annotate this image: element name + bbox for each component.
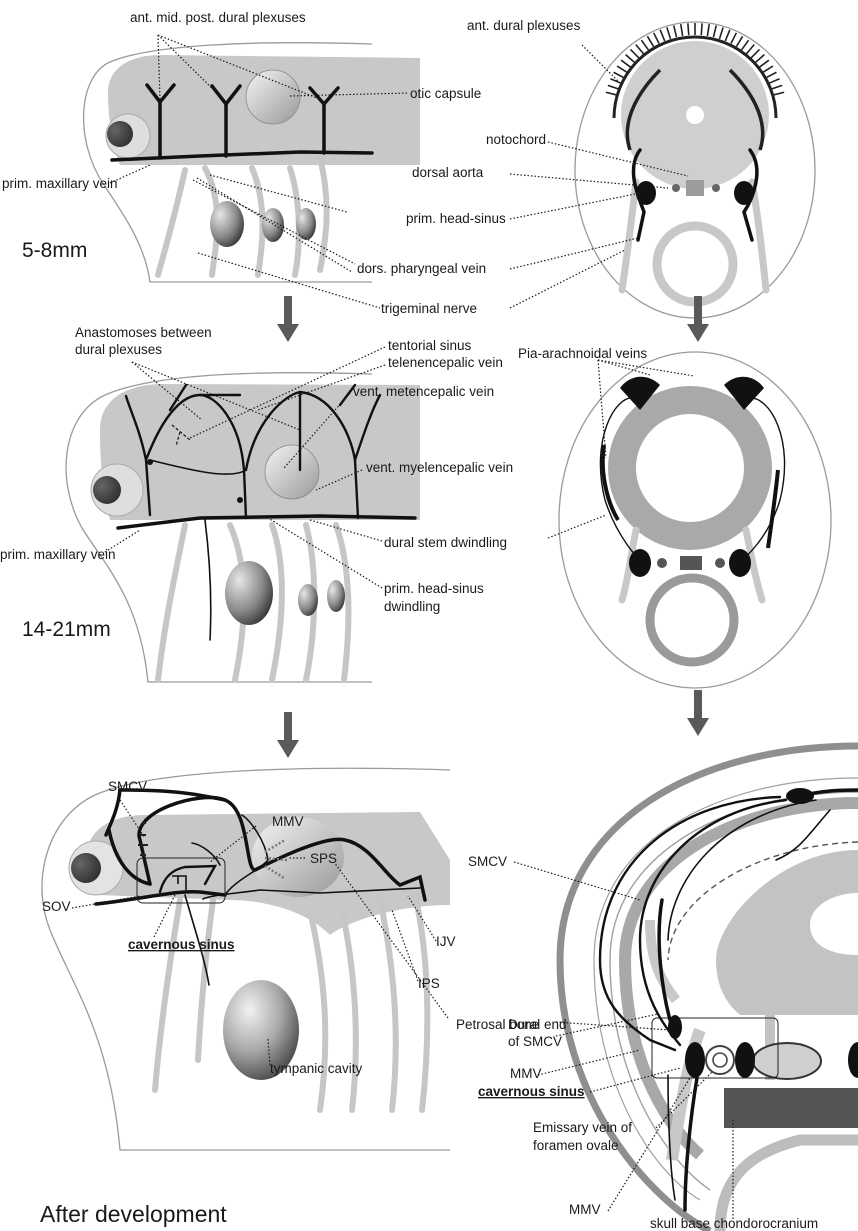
label-pia-arachnoidal: Pia-arachnoidal veins (518, 346, 647, 361)
label-ant-mid-post: ant. mid. post. dural plexuses (130, 10, 306, 25)
label-dural-end-1: Dural end (508, 1017, 567, 1032)
label-prim-maxillary-1: prim. maxillary vein (2, 176, 118, 191)
panel-section-14-21mm (548, 352, 831, 688)
label-dors-pharyngeal: dors. pharyngeal vein (357, 261, 486, 276)
label-tympanic: tympanic cavity (270, 1061, 363, 1076)
label-ijv: IJV (436, 934, 456, 949)
label-head-sinus-dwindling-2: dwindling (384, 599, 440, 614)
label-skull-base: skull base chondorocranium (650, 1216, 818, 1231)
label-notochord: notochord (486, 132, 546, 147)
label-telencepalic: telenencepalic vein (388, 355, 503, 370)
label-sov: SOV (42, 899, 71, 914)
label-head-sinus-dwindling-1: prim. head-sinus (384, 581, 484, 596)
label-anastomoses-2: dural plexuses (75, 342, 162, 357)
label-cavernous-right: cavernous sinus (478, 1084, 585, 1099)
label-trigeminal: trigeminal nerve (381, 301, 477, 316)
label-sps: SPS (310, 851, 337, 866)
label-mmv-top: MMV (272, 814, 304, 829)
arrow-right-2 (687, 690, 709, 736)
label-emissary-2: foramen ovale (533, 1138, 619, 1153)
label-vent-myelencepalic: vent. myelencepalic vein (366, 460, 513, 475)
label-ips: IPS (418, 976, 440, 991)
plexus-ray (688, 23, 689, 35)
plexus-ray (701, 23, 702, 35)
label-mmv-bottom: MMV (569, 1202, 601, 1217)
label-prim-head-sinus: prim. head-sinus (406, 211, 506, 226)
label-stage-after: After development (40, 1201, 227, 1227)
label-cavernous-left: cavernous sinus (128, 937, 235, 952)
label-smcv-right: SMCV (468, 854, 507, 869)
label-emissary-1: Emissary vein of (533, 1120, 632, 1135)
panel-section-adult (514, 746, 858, 1231)
label-stage-14-21mm: 14-21mm (22, 618, 111, 641)
label-mmv-right: MMV (510, 1066, 542, 1081)
label-dorsal-aorta: dorsal aorta (412, 165, 484, 180)
label-prim-maxillary-2: prim. maxillary vein (0, 547, 116, 562)
label-stage-5-8mm: 5-8mm (22, 239, 87, 262)
label-vent-metencepalic: vent. metencepalic vein (353, 384, 494, 399)
label-anastomoses-1: Anastomoses between (75, 325, 212, 340)
panel-section-5-8mm (510, 22, 815, 318)
arrow-left-2 (277, 712, 299, 758)
label-ant-dural: ant. dural plexuses (467, 18, 581, 33)
panel-lateral-adult (42, 768, 450, 1150)
label-otic-capsule: otic capsule (410, 86, 481, 101)
label-dural-end-2: of SMCV (508, 1034, 562, 1049)
arrow-left-1 (277, 296, 299, 342)
label-smcv-left: SMCV (108, 779, 147, 794)
label-tentorial-sinus: tentorial sinus (388, 338, 472, 353)
label-dural-stem: dural stem dwindling (384, 535, 507, 550)
